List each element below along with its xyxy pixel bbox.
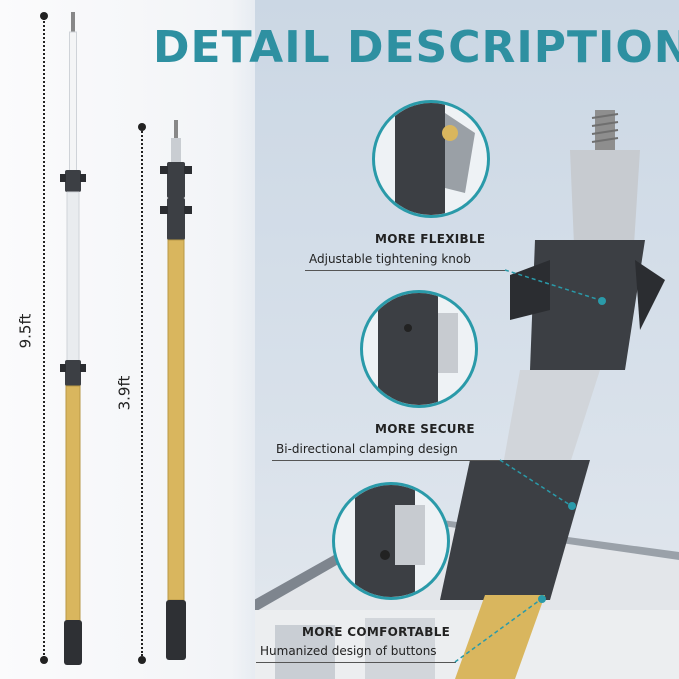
feature-title-comfortable: MORE COMFORTABLE (302, 625, 451, 639)
page-title: DETAIL DESCRIPTION (153, 22, 679, 73)
dimension-line-extended (43, 18, 45, 658)
zoom-button-closeup (332, 482, 450, 600)
feature-desc-comfortable: Humanized design of buttons (260, 644, 437, 658)
feature-title-flexible: MORE FLEXIBLE (375, 232, 486, 246)
dimension-bottom-dot (40, 656, 48, 664)
closeup-pole-image (440, 110, 665, 679)
dimension-bottom-dot-short (138, 656, 146, 664)
feature-desc-flexible: Adjustable tightening knob (309, 252, 471, 266)
dimension-top-dot-short (138, 123, 146, 131)
dimension-top-dot (40, 12, 48, 20)
feature-desc-secure: Bi-directional clamping design (276, 442, 458, 456)
feature-underline-secure (272, 460, 502, 461)
feature-underline-comfortable (256, 662, 456, 663)
extended-pole-image (60, 12, 86, 665)
zoom-knob-closeup (372, 100, 490, 218)
dimension-line-retracted (141, 128, 143, 656)
zoom-clamp-closeup (360, 290, 478, 408)
feature-title-secure: MORE SECURE (375, 422, 475, 436)
feature-underline-flexible (305, 270, 505, 271)
retracted-pole-image (160, 120, 192, 660)
